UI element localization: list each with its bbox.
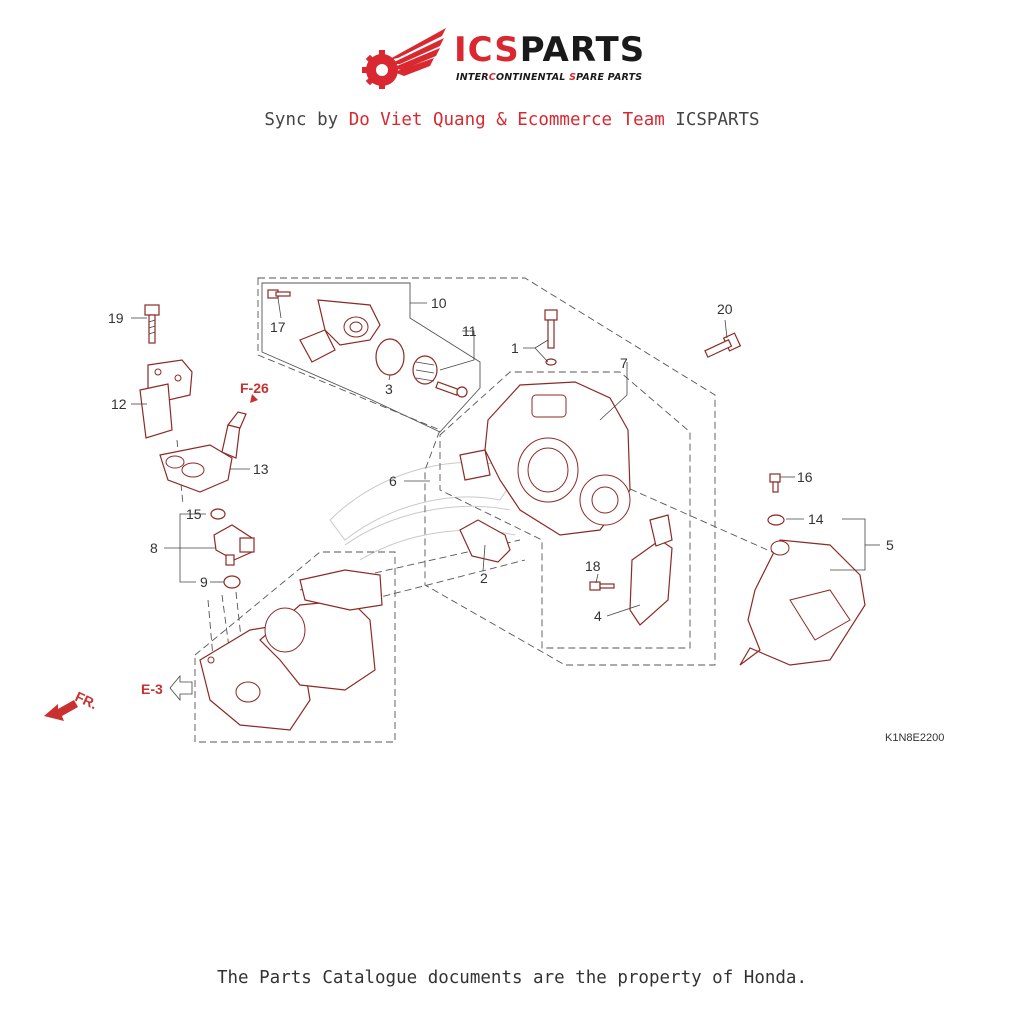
f26-arrow-icon bbox=[250, 394, 258, 403]
drawing-code: K1N8E2200 bbox=[885, 732, 944, 744]
part-19-bolt bbox=[144, 304, 160, 344]
part-4-cable-bracket bbox=[629, 539, 673, 626]
callout-17: 17 bbox=[270, 319, 286, 335]
callout-16: 16 bbox=[797, 469, 813, 485]
part-8-injector bbox=[213, 524, 255, 566]
sensor-sub-assembly-box bbox=[261, 282, 481, 433]
callout-9: 9 bbox=[200, 574, 208, 590]
part-18-screw bbox=[589, 581, 615, 591]
part-15-o-ring bbox=[210, 508, 226, 520]
wing-gear-icon bbox=[362, 28, 446, 89]
part-16-screw bbox=[769, 473, 781, 493]
footer-notice: The Parts Catalogue documents are the pr… bbox=[216, 968, 807, 988]
callout-13: 13 bbox=[253, 461, 269, 477]
part-10-throttle-sensor bbox=[299, 299, 381, 363]
logo-tagline: INTERCONTINENTAL SPARE PARTS bbox=[456, 72, 643, 83]
callout-3: 3 bbox=[385, 381, 393, 397]
callout-5: 5 bbox=[886, 537, 894, 553]
part-7-throttle-body bbox=[459, 381, 631, 536]
intake-joint-boundary bbox=[194, 551, 396, 743]
part-11-spring-set bbox=[412, 355, 468, 398]
callout-18: 18 bbox=[585, 558, 601, 574]
callout-8: 8 bbox=[150, 540, 158, 556]
throttle-body-assembly-boundary bbox=[257, 277, 716, 666]
part-9-o-ring bbox=[223, 575, 241, 589]
part-17-screw bbox=[267, 289, 291, 299]
part-20-bolt bbox=[704, 332, 742, 358]
callout-20: 20 bbox=[717, 301, 733, 317]
callout-19: 19 bbox=[108, 310, 124, 326]
front-arrow-icon bbox=[44, 700, 78, 721]
part-2-gasket bbox=[459, 519, 511, 563]
callout-leader-lines bbox=[131, 297, 880, 617]
sync-credit: Sync by Do Viet Quang & Ecommerce Team I… bbox=[264, 110, 760, 130]
callout-10: 10 bbox=[431, 295, 447, 311]
part-14-washer bbox=[767, 514, 785, 526]
callout-7: 7 bbox=[620, 355, 628, 371]
part-3-o-ring bbox=[375, 338, 405, 376]
callout-12: 12 bbox=[111, 396, 127, 412]
callout-11: 11 bbox=[462, 323, 477, 339]
reference-front: FR. bbox=[73, 688, 100, 712]
callout-15: 15 bbox=[186, 506, 202, 522]
reference-f26: F-26 bbox=[240, 380, 269, 396]
reference-e3: E-3 bbox=[141, 681, 163, 697]
part-1-screw bbox=[544, 309, 558, 366]
callout-6: 6 bbox=[389, 473, 397, 489]
icsparts-logo: ICSPARTS INTERCONTINENTAL SPARE PARTS bbox=[358, 26, 668, 90]
part-5-throttle-cover bbox=[739, 539, 866, 666]
callout-1: 1 bbox=[511, 340, 519, 356]
callout-4: 4 bbox=[594, 608, 602, 624]
part-4-bracket-top bbox=[649, 514, 673, 547]
throttle-body-inner-box bbox=[439, 371, 691, 649]
callout-14: 14 bbox=[808, 511, 824, 527]
part-6-intake-joint bbox=[199, 569, 383, 731]
part-12-bracket bbox=[139, 359, 193, 439]
logo-wordmark: ICSPARTS bbox=[454, 30, 646, 70]
part-13-injector-holder bbox=[159, 411, 247, 493]
e3-arrow-icon bbox=[169, 674, 193, 702]
callout-2: 2 bbox=[480, 570, 488, 586]
